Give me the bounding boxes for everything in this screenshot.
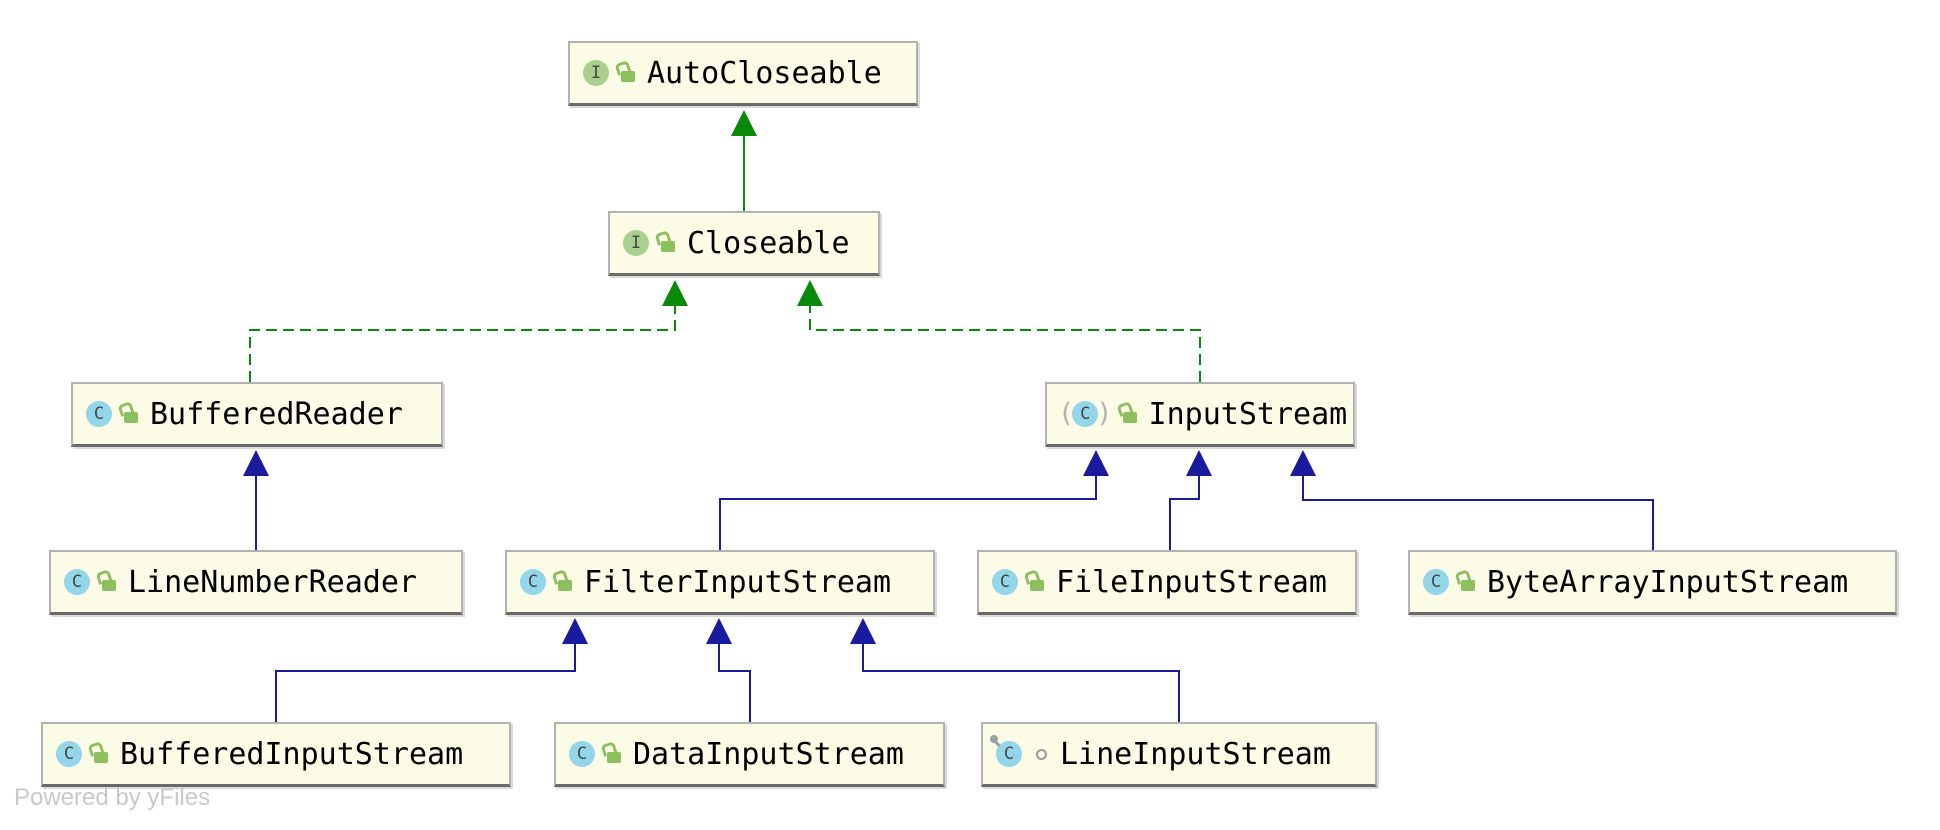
- arrowhead-bytearrayinputstream-extends-inputstream: [1290, 450, 1316, 476]
- class-icon: C: [86, 401, 112, 427]
- public-open-lock-icon: [92, 742, 110, 766]
- class-name-label: AutoCloseable: [647, 55, 882, 91]
- class-node-linenumberreader[interactable]: C LineNumberReader: [49, 550, 463, 615]
- public-open-lock-icon: [1121, 402, 1139, 426]
- arrowhead-inputstream-implements-closeable: [797, 280, 823, 306]
- class-name-label: LineInputStream: [1060, 736, 1331, 772]
- class-letter-icon: C: [56, 741, 82, 767]
- edge-lineinputstream-extends-filterinputstream: [862, 644, 1180, 722]
- interface-icon: I: [583, 60, 609, 86]
- interface-letter-icon: I: [583, 60, 609, 86]
- class-name-label: DataInputStream: [633, 736, 904, 772]
- arrowhead-linenumberreader-extends-bufferedreader: [243, 450, 269, 476]
- public-open-lock-icon: [100, 570, 118, 594]
- class-name-label: BufferedInputStream: [120, 736, 464, 772]
- edge-bufferedinputstream-extends-filterinputstream: [275, 644, 576, 722]
- class-letter-icon: C: [64, 569, 90, 595]
- class-node-bufferedinputstream[interactable]: C BufferedInputStream: [41, 722, 511, 787]
- class-icon: C: [520, 569, 546, 595]
- abstract-class-icon: (C): [1058, 398, 1113, 429]
- class-name-label: ByteArrayInputStream: [1487, 564, 1849, 600]
- class-letter-icon: C: [569, 741, 595, 767]
- class-node-closeable[interactable]: I Closeable: [608, 211, 880, 276]
- edge-datainputstream-extends-filterinputstream: [718, 644, 751, 722]
- class-icon: C: [56, 741, 82, 767]
- public-open-lock-icon: [122, 402, 140, 426]
- class-node-bytearrayinputstream[interactable]: C ByteArrayInputStream: [1408, 550, 1897, 615]
- class-icon: C: [992, 569, 1018, 595]
- class-icon: C: [1423, 569, 1449, 595]
- arrowhead-fileinputstream-extends-inputstream: [1186, 450, 1212, 476]
- arrowhead-bufferedinputstream-extends-filterinputstream: [562, 618, 588, 644]
- interface-icon: I: [623, 230, 649, 256]
- public-open-lock-icon: [556, 570, 574, 594]
- class-icon: C: [64, 569, 90, 595]
- class-letter-icon: C: [1423, 569, 1449, 595]
- edge-bytearrayinputstream-extends-inputstream: [1302, 476, 1654, 550]
- edge-inputstream-implements-closeable: [809, 306, 1201, 382]
- public-open-lock-icon: [619, 61, 637, 85]
- class-name-label: FilterInputStream: [584, 564, 892, 600]
- edge-fileinputstream-extends-inputstream: [1169, 476, 1200, 550]
- edge-filterinputstream-extends-inputstream: [719, 476, 1097, 550]
- class-letter-icon: C: [992, 569, 1018, 595]
- class-node-bufferedreader[interactable]: C BufferedReader: [71, 382, 443, 447]
- public-open-lock-icon: [1028, 570, 1046, 594]
- class-node-autocloseable[interactable]: I AutoCloseable: [568, 41, 918, 106]
- public-open-lock-icon: [1459, 570, 1477, 594]
- class-name-label: BufferedReader: [150, 396, 403, 432]
- class-node-lineinputstream[interactable]: C LineInputStream: [981, 722, 1377, 787]
- powered-by-yfiles-label: Powered by yFiles: [14, 784, 211, 811]
- arrowhead-datainputstream-extends-filterinputstream: [706, 618, 732, 644]
- class-node-datainputstream[interactable]: C DataInputStream: [554, 722, 945, 787]
- class-name-label: LineNumberReader: [128, 564, 417, 600]
- class-node-fileinputstream[interactable]: C FileInputStream: [977, 550, 1357, 615]
- class-name-label: FileInputStream: [1056, 564, 1327, 600]
- public-open-lock-icon: [605, 742, 623, 766]
- class-letter-icon: C: [520, 569, 546, 595]
- pinned-class-icon: C: [990, 735, 1022, 767]
- public-open-lock-icon: [659, 231, 677, 255]
- class-name-label: InputStream: [1148, 396, 1348, 432]
- edge-bufferedreader-implements-closeable: [249, 306, 676, 382]
- class-name-label: Closeable: [687, 225, 850, 261]
- class-node-filterinputstream[interactable]: C FilterInputStream: [505, 550, 935, 615]
- interface-letter-icon: I: [623, 230, 649, 256]
- arrowhead-lineinputstream-extends-filterinputstream: [850, 618, 876, 644]
- arrowhead-bufferedreader-implements-closeable: [662, 280, 688, 306]
- class-letter-icon: C: [86, 401, 112, 427]
- class-icon: C: [569, 741, 595, 767]
- class-letter-icon: C: [1072, 401, 1099, 427]
- arrowhead-closeable-extends-autocloseable: [731, 110, 757, 136]
- abstract-paren-right: ): [1096, 398, 1113, 429]
- arrowhead-filterinputstream-extends-inputstream: [1083, 450, 1109, 476]
- abstract-paren-left: (: [1058, 398, 1075, 429]
- package-private-icon: [1032, 742, 1050, 766]
- class-node-inputstream[interactable]: (C) InputStream: [1045, 382, 1355, 447]
- pin-icon: [990, 735, 1002, 747]
